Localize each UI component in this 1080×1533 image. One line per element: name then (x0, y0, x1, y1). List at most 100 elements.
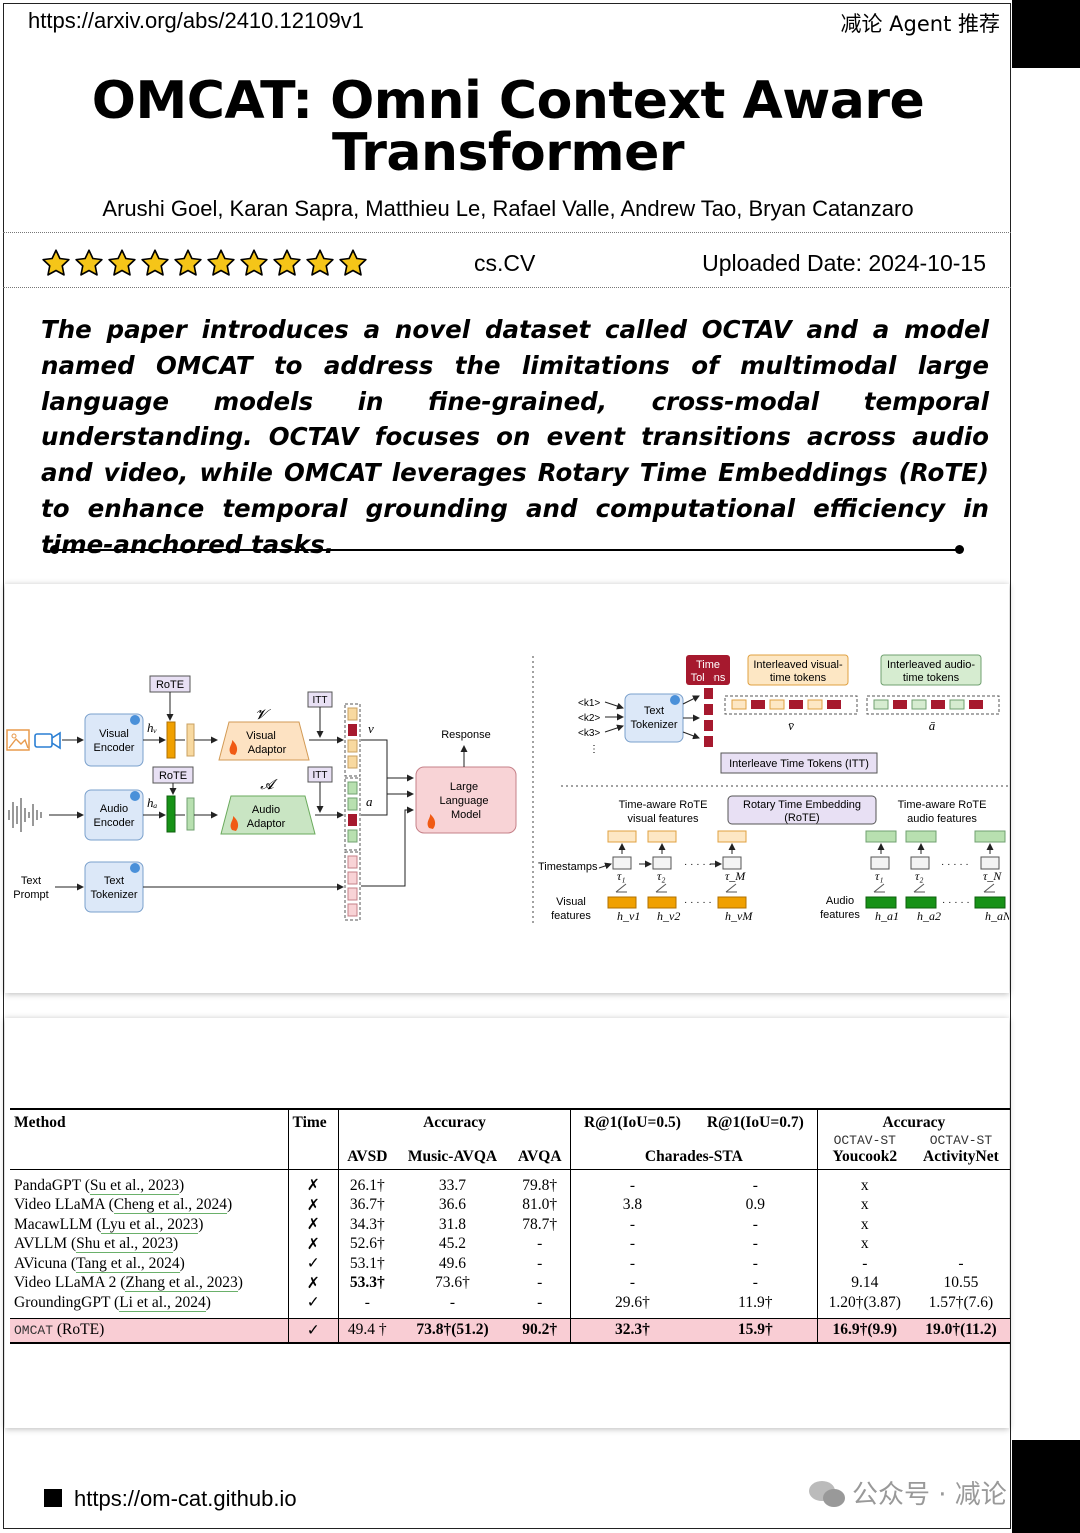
method-name: AVicuna ( (14, 1254, 77, 1272)
rote-tag-audio: RoTE (152, 766, 194, 784)
method-close: ) (179, 1254, 185, 1272)
method-name: GroundingGPT ( (14, 1293, 120, 1311)
audio-symbol: 𝓐 (260, 778, 278, 793)
visual-symbol: 𝓥 (255, 708, 271, 723)
brand-label: 减论 Agent 推荐 (840, 12, 1000, 36)
corner-block-bottom (1012, 1440, 1080, 1533)
paper-url[interactable]: https://arxiv.org/abs/2410.12109v1 (28, 8, 364, 33)
cell-activitynet: - (958, 1254, 964, 1272)
cell-r07: 0.9 (745, 1196, 765, 1214)
cell-time: ✗ (287, 1215, 339, 1235)
method-close: ) (205, 1293, 211, 1311)
method-name: MacawLLM ( (14, 1215, 102, 1233)
v-label: v (368, 721, 374, 736)
method-name: OMCAT (14, 1323, 54, 1339)
star-icon (42, 249, 70, 276)
cell-time: ✗ (287, 1195, 339, 1215)
itt-tag-visual: ITT (307, 691, 333, 708)
cell-time: ✗ (287, 1273, 339, 1293)
cell-youcook2: 1.20†(3.87) (816, 1293, 912, 1313)
visual-feature-bar-rot (186, 723, 195, 757)
method-close: ) (173, 1235, 179, 1253)
corner-block (1012, 0, 1080, 68)
star-icon (141, 249, 169, 276)
cell-time: ✓ (287, 1318, 339, 1344)
svg-text:τ_N: τ_N (983, 869, 1002, 883)
cell-avsd: 36.7† (338, 1195, 396, 1215)
table-row: AVicuna (Tang et al., 2024)✓53.1†49.6---… (10, 1254, 1010, 1274)
svg-text:RoTE: RoTE (156, 679, 184, 691)
citation-link[interactable]: Shu et al., 2023 (76, 1235, 174, 1254)
cell-avqa: 90.2† (509, 1318, 571, 1344)
table-row: AVLLM (Shu et al., 2023)✗52.6†45.2---x (10, 1234, 1010, 1255)
results-table: Method Time Accuracy R@1(IoU=0.5) R@1(Io… (10, 1108, 1010, 1344)
svg-text:ITT: ITT (313, 695, 328, 706)
table-row-ours: OMCAT (RoTE)✓49.4 †73.8†(51.2)90.2†32.3†… (10, 1318, 1010, 1344)
cell-method: GroundingGPT (Li et al., 2024) (10, 1293, 288, 1313)
col-avsd: AVSD (338, 1133, 396, 1170)
svg-text:h_a1: h_a1 (875, 909, 899, 923)
cell-method: AVLLM (Shu et al., 2023) (10, 1235, 288, 1255)
cell-method: Video LLaMA 2 (Zhang et al., 2023) (10, 1274, 288, 1294)
summary-text: The paper introduces a novel dataset cal… (41, 315, 989, 559)
cell-youcook2: x (816, 1234, 912, 1254)
cell-r05: 3.8 (569, 1195, 694, 1215)
flame-icon (229, 740, 238, 755)
citation-link[interactable]: Zhang et al., 2023 (125, 1274, 238, 1293)
svg-text:h_v2: h_v2 (657, 909, 680, 923)
text-token-column (344, 851, 361, 921)
audio-rote-units: · · · · · τ₁ τ₂ τ_N · · · · · h_a1 h_a2 … (865, 830, 1009, 923)
col-r07: R@1(IoU=0.7) (693, 1108, 818, 1133)
itt-tag-audio: ITT (307, 766, 333, 783)
cell-music-avqa: 31.8 (438, 1215, 467, 1233)
cell-r05: - (569, 1215, 694, 1235)
authors: Arushi Goel, Karan Sapra, Matthieu Le, R… (102, 196, 914, 221)
col-time: Time (287, 1108, 339, 1133)
cell-youcook2: x (816, 1215, 912, 1235)
audio-waveform-icon (8, 798, 42, 832)
cell-activitynet (912, 1235, 1010, 1255)
cell-youcook2: x (816, 1169, 912, 1196)
svg-text:ITT: ITT (313, 770, 328, 781)
flame-icon (230, 816, 239, 831)
svg-text:h_a2: h_a2 (917, 909, 941, 923)
svg-text:Interleave Time Tokens (ITT): Interleave Time Tokens (ITT) (729, 758, 869, 770)
method-close: ) (237, 1274, 243, 1292)
rote-full-tag: Rotary Time Embedding(RoTE) (727, 795, 877, 825)
table-row: GroundingGPT (Li et al., 2024)✓---29.6†1… (10, 1293, 1010, 1313)
bullet-square-icon (44, 1489, 62, 1507)
cell-avqa: 79.8† (522, 1176, 558, 1194)
citation-link[interactable]: Tang et al., 2024 (76, 1254, 180, 1273)
audio-token-column (344, 777, 361, 851)
project-link[interactable]: https://om-cat.github.io (74, 1486, 297, 1511)
cell-music-avqa: 49.6 (438, 1254, 467, 1272)
interleaved-visual-tag: Interleaved visual-time tokens (747, 654, 849, 686)
cell-r05: 29.6† (569, 1293, 694, 1313)
title-line-1: OMCAT: Omni Context Aware (91, 71, 925, 131)
timestamps-label: Timestamps (538, 861, 598, 873)
video-camera-icon (34, 731, 61, 750)
cell-r07: - (752, 1274, 758, 1292)
citation-link[interactable]: Su et al., 2023 (89, 1176, 180, 1195)
svg-text:τ₂: τ₂ (915, 869, 923, 883)
cell-time: ✗ (287, 1169, 339, 1196)
citation-link[interactable]: Lyu et al., 2023 (101, 1215, 199, 1234)
cell-r07: - (752, 1254, 758, 1272)
col-charades-sta: Charades-STA (569, 1133, 818, 1170)
citation-link[interactable]: Li et al., 2024 (119, 1293, 206, 1312)
citation-link[interactable]: Cheng et al., 2024 (113, 1196, 228, 1215)
a-bar-label: ā (929, 718, 936, 733)
interleaved-audio-seq (866, 695, 1000, 715)
method-name: Video LLaMA ( (14, 1196, 114, 1214)
svg-text:h_v1: h_v1 (617, 909, 640, 923)
